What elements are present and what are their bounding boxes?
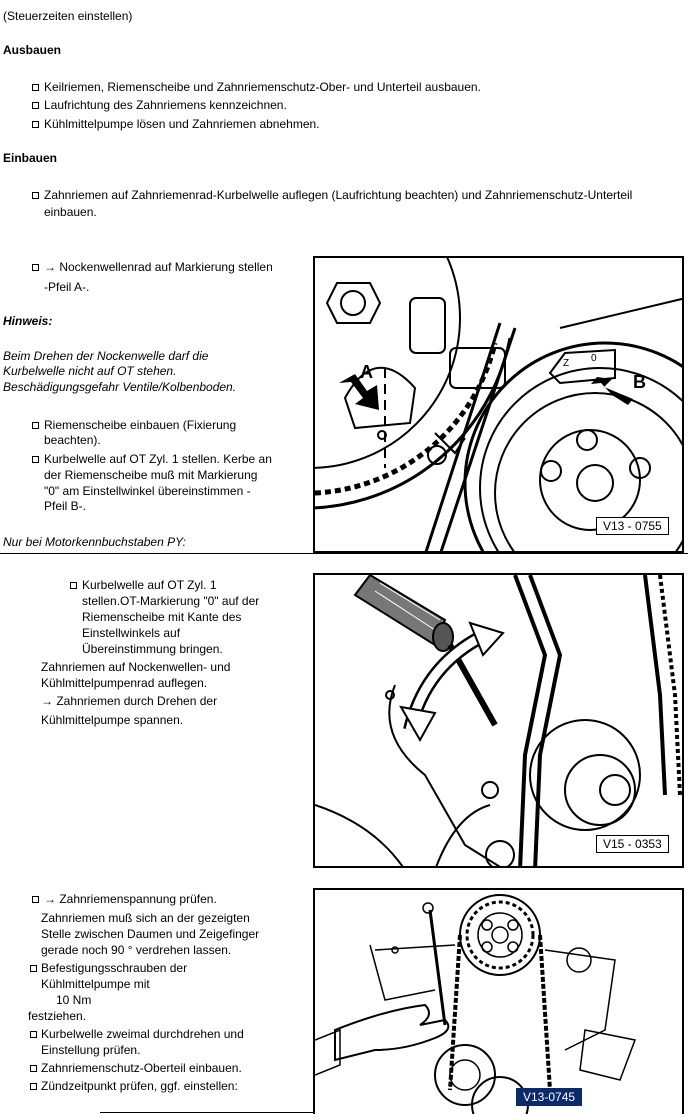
kurbelwelle-line: der Riemenscheibe muß mit Markierung <box>44 468 258 482</box>
section-divider <box>0 553 688 554</box>
tension-check-drawing <box>315 894 637 1114</box>
figure-timing-marks: A B Z 0 V13 - 0755 <box>313 256 684 553</box>
ot-line: Übereinstimmung bringen. <box>82 642 223 656</box>
einbauen-heading: Einbauen <box>3 151 58 165</box>
label-b: B <box>633 372 646 392</box>
pruefen-step: → Zahnriemenspannung prüfen. <box>44 892 217 906</box>
ausbauen-item-2: Laufrichtung des Zahnriemens kennzeichne… <box>44 98 287 112</box>
bottom-rule <box>100 1112 313 1113</box>
zuendzeitpunkt-step: Zündzeitpunkt prüfen, ggf. einstellen: <box>41 1079 238 1093</box>
figure-code: V13 - 0755 <box>596 517 669 535</box>
zahnriemen-line: Kühlmittelpumpenrad auflegen. <box>41 676 208 690</box>
torque-value: 10 Nm <box>56 993 92 1007</box>
pruefen-desc: Stelle zwischen Daumen und Zeigefinger <box>41 927 260 941</box>
pruefen-desc: Zahnriemen muß sich an der gezeigten <box>41 911 250 925</box>
checkbox-bullet <box>32 121 39 128</box>
checkbox-bullet <box>30 1083 37 1090</box>
riemenscheibe-line: Riemenscheibe einbauen (Fixierung <box>44 418 237 432</box>
spannen-line: Kühlmittelpumpe spannen. <box>41 713 184 727</box>
ot-line: Einstellwinkels auf <box>82 626 181 640</box>
checkbox-bullet <box>32 84 39 91</box>
ot-line: Kurbelwelle auf OT Zyl. 1 <box>82 578 217 592</box>
ausbauen-heading: Ausbauen <box>3 43 62 57</box>
kurbelwelle-line: "0" am Einstellwinkel übereinstimmen - <box>44 484 251 498</box>
label-z: Z <box>563 358 569 369</box>
timing-marks-drawing: A B Z 0 <box>315 258 682 551</box>
checkbox-bullet <box>30 965 37 972</box>
ot-line: stellen.OT-Markierung "0" auf der <box>82 594 260 608</box>
figure-code: V15 - 0353 <box>596 835 669 853</box>
figure-tension-check: V13-0745 <box>313 888 684 1114</box>
hinweis-label: Hinweis: <box>3 314 53 328</box>
page-subtitle: (Steuerzeiten einstellen) <box>3 9 133 23</box>
hinweis-line: Kurbelwelle nicht auf OT stehen. <box>3 364 177 378</box>
zahnriemen-line: Zahnriemen auf Nockenwellen- und <box>41 660 231 674</box>
checkbox-bullet <box>32 422 39 429</box>
label-0: 0 <box>591 353 597 364</box>
ausbauen-item-1: Keilriemen, Riemenscheibe und Zahnriemen… <box>44 80 481 94</box>
kurbelwelle-line: Kurbelwelle auf OT Zyl. 1 stellen. Kerbe… <box>44 452 272 466</box>
checkbox-bullet <box>32 896 39 903</box>
checkbox-bullet <box>32 456 39 463</box>
spannen-line: → Zahnriemen durch Drehen der <box>41 694 218 708</box>
kurbelwelle-line: Pfeil B-. <box>44 499 87 513</box>
py-note: Nur bei Motorkennbuchstaben PY: <box>3 535 186 549</box>
checkbox-bullet <box>32 102 39 109</box>
nockenwellenrad-step: → Nockenwellenrad auf Markierung stellen <box>44 260 273 274</box>
oberteil-step: Zahnriemenschutz-Oberteil einbauen. <box>41 1061 242 1075</box>
einbauen-item-1-line1: Zahnriemen auf Zahnriemenrad-Kurbelwelle… <box>44 188 633 202</box>
einbauen-item-1-line2: einbauen. <box>44 205 97 219</box>
kurbelwelle-check-line: Einstellung prüfen. <box>41 1043 141 1057</box>
figure-code-highlight: V13-0745 <box>516 1088 583 1106</box>
checkbox-bullet <box>32 264 39 271</box>
checkbox-bullet <box>70 582 77 589</box>
festziehen: festziehen. <box>28 1009 87 1023</box>
kurbelwelle-check-line: Kurbelwelle zweimal durchdrehen und <box>41 1027 244 1041</box>
ausbauen-item-3: Kühlmittelpumpe lösen und Zahnriemen abn… <box>44 117 320 131</box>
riemenscheibe-line: beachten). <box>44 433 101 447</box>
ot-line: Riemenscheibe mit Kante des <box>82 610 242 624</box>
hinweis-line: Beschädigungsgefahr Ventile/Kolbenboden. <box>3 380 237 394</box>
hinweis-line: Beim Drehen der Nockenwelle darf die <box>3 349 209 363</box>
nockenwellenrad-step-arrow: -Pfeil A-. <box>44 280 90 294</box>
pruefen-desc: gerade noch 90 ° verdrehen lassen. <box>41 943 232 957</box>
befestigung-line: Kühlmittelpumpe mit <box>41 977 150 991</box>
figure-belt-tension: V15 - 0353 <box>313 573 684 868</box>
befestigung-line: Befestigungsschrauben der <box>41 961 188 975</box>
checkbox-bullet <box>30 1031 37 1038</box>
belt-tension-drawing <box>315 575 682 866</box>
label-a: A <box>360 362 373 382</box>
checkbox-bullet <box>32 192 39 199</box>
checkbox-bullet <box>30 1065 37 1072</box>
